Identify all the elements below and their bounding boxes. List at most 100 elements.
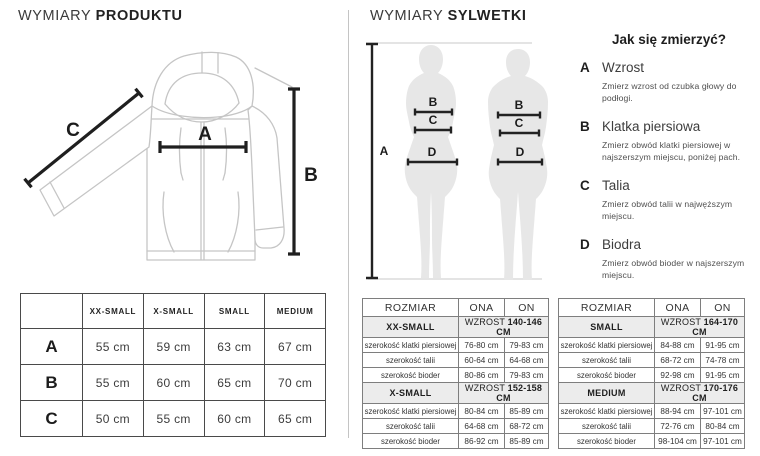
size-band-row: XX-SMALL WZROST 140-146 CM bbox=[362, 316, 549, 338]
female-measure-hips bbox=[406, 158, 459, 166]
her-value: 72-76 cm bbox=[654, 418, 701, 434]
measure-label: szerokość bioder bbox=[362, 367, 459, 383]
height-range-cell: WZROST 170-176 CM bbox=[654, 382, 745, 404]
her-value: 60-64 cm bbox=[458, 352, 505, 368]
item-name: Klatka piersiowa bbox=[602, 119, 701, 135]
size-header: ROZMIAR bbox=[362, 298, 459, 317]
measure-label: szerokość klatki piersiowej bbox=[362, 403, 459, 419]
jacket-b-leader-line bbox=[254, 67, 293, 88]
title-bold-part: PRODUKTU bbox=[95, 8, 183, 24]
female-measure-waist bbox=[413, 126, 453, 134]
title-regular-part: WYMIARY bbox=[370, 8, 443, 24]
height-label: WZROST bbox=[464, 317, 505, 327]
measure-label: szerokość talii bbox=[558, 352, 655, 368]
jacket-hood-opening bbox=[164, 102, 240, 123]
male-measure-waist bbox=[498, 129, 541, 137]
how-to-item-height: A Wzrost Zmierz wzrost od czubka głowy d… bbox=[580, 60, 758, 104]
vertical-divider bbox=[348, 10, 349, 438]
jacket-drawing: A B C bbox=[23, 51, 318, 261]
her-header: ONA bbox=[458, 298, 505, 317]
how-to-measure-title: Jak się zmierzyć? bbox=[611, 32, 727, 47]
male-label-d: D bbox=[516, 145, 525, 159]
him-value: 85-89 cm bbox=[504, 403, 549, 419]
male-label-c: C bbox=[515, 116, 524, 130]
him-value: 79-83 cm bbox=[504, 367, 549, 383]
dimension-value: 55 cm bbox=[142, 400, 205, 437]
corner-cell bbox=[20, 293, 83, 329]
measure-label: szerokość klatki piersiowej bbox=[558, 403, 655, 419]
her-value: 80-86 cm bbox=[458, 367, 505, 383]
her-value: 68-72 cm bbox=[654, 352, 701, 368]
male-label-b: B bbox=[515, 98, 524, 112]
him-header: ON bbox=[700, 298, 745, 317]
dimension-value: 60 cm bbox=[203, 400, 266, 437]
measure-line-c bbox=[23, 87, 144, 189]
title-bold-part: SYLWETKI bbox=[447, 8, 527, 24]
jacket-lower-pockets bbox=[162, 191, 240, 253]
table-row: A 55 cm 59 cm 63 cm 67 cm bbox=[20, 328, 326, 365]
measure-line-height bbox=[366, 42, 378, 280]
item-letter: D bbox=[580, 237, 590, 253]
jacket-right-cuff-seam bbox=[255, 226, 284, 231]
measure-row: szerokość klatki piersiowej 84-88 cm 91-… bbox=[558, 337, 745, 353]
her-value: 80-84 cm bbox=[458, 403, 505, 419]
measure-label: szerokość talii bbox=[558, 418, 655, 434]
height-range-cell: WZROST 140-146 CM bbox=[458, 316, 549, 338]
how-to-measure-section: Jak się zmierzyć? A Wzrost Zmierz wzrost… bbox=[580, 32, 758, 296]
height-value: 164-170 CM bbox=[692, 317, 739, 337]
row-label: C bbox=[20, 400, 83, 437]
measure-row: szerokość bioder 80-86 cm 79-83 cm bbox=[362, 367, 549, 383]
table-header-row: ROZMIAR ONA ON bbox=[362, 298, 549, 317]
him-value: 91-95 cm bbox=[700, 367, 745, 383]
how-to-item-waist: C Talia Zmierz obwód talii w najwęższym … bbox=[580, 178, 758, 222]
him-value: 74-78 cm bbox=[700, 352, 745, 368]
him-value: 85-89 cm bbox=[504, 433, 549, 449]
measure-row: szerokość klatki piersiowej 76-80 cm 79-… bbox=[362, 337, 549, 353]
measure-row: szerokość bioder 98-104 cm 97-101 cm bbox=[558, 433, 745, 449]
jacket-zipper bbox=[200, 121, 205, 261]
size-column-header: XX-SMALL bbox=[82, 293, 144, 329]
jacket-left-sleeve bbox=[39, 105, 153, 217]
measure-row: szerokość talii 64-68 cm 68-72 cm bbox=[362, 418, 549, 434]
jacket-hood-seams bbox=[201, 51, 219, 74]
dimension-value: 55 cm bbox=[82, 328, 144, 365]
size-band-row: SMALL WZROST 164-170 CM bbox=[558, 316, 745, 338]
her-value: 64-68 cm bbox=[458, 418, 505, 434]
female-label-d: D bbox=[428, 145, 437, 159]
height-label: WZROST bbox=[660, 383, 701, 393]
him-value: 79-83 cm bbox=[504, 337, 549, 353]
measure-label: szerokość klatki piersiowej bbox=[362, 337, 459, 353]
product-dimensions-title: WYMIARY PRODUKTU bbox=[18, 8, 183, 24]
size-name: X-SMALL bbox=[362, 382, 459, 404]
height-label: WZROST bbox=[660, 317, 701, 327]
size-column-header: MEDIUM bbox=[264, 293, 326, 329]
jacket-left-cuff-seam bbox=[49, 181, 65, 209]
item-description: Zmierz wzrost od czubka głowy do podłogi… bbox=[602, 81, 737, 104]
measure-row: szerokość talii 60-64 cm 64-68 cm bbox=[362, 352, 549, 368]
him-value: 97-101 cm bbox=[700, 403, 745, 419]
body-size-table-xxs-xs: ROZMIAR ONA ON XX-SMALL WZROST 140-146 C… bbox=[362, 298, 549, 449]
him-header: ON bbox=[504, 298, 549, 317]
body-dimensions-title: WYMIARY SYLWETKI bbox=[370, 8, 527, 24]
him-value: 97-101 cm bbox=[700, 433, 745, 449]
item-name: Biodra bbox=[602, 237, 642, 253]
height-value: 140-146 CM bbox=[496, 317, 543, 337]
table-header-row: XX-SMALL X-SMALL SMALL MEDIUM bbox=[20, 293, 326, 329]
male-silhouette bbox=[488, 49, 548, 280]
how-to-item-chest: B Klatka piersiowa Zmierz obwód klatki p… bbox=[580, 119, 758, 163]
size-name: XX-SMALL bbox=[362, 316, 459, 338]
measure-label: szerokość klatki piersiowej bbox=[558, 337, 655, 353]
female-label-c: C bbox=[429, 113, 438, 127]
silhouette-label-a: A bbox=[380, 144, 389, 158]
item-description: Zmierz obwód talii w najwęższym miejscu. bbox=[602, 199, 733, 222]
dimension-value: 55 cm bbox=[82, 364, 144, 401]
him-value: 80-84 cm bbox=[700, 418, 745, 434]
dimension-value: 50 cm bbox=[82, 400, 144, 437]
measure-row: szerokość klatki piersiowej 80-84 cm 85-… bbox=[362, 403, 549, 419]
female-label-b: B bbox=[429, 95, 438, 109]
table-row: C 50 cm 55 cm 60 cm 65 cm bbox=[20, 400, 326, 437]
item-letter: A bbox=[580, 60, 590, 75]
her-value: 84-88 cm bbox=[654, 337, 701, 353]
dimension-value: 65 cm bbox=[264, 400, 326, 437]
dimension-value: 65 cm bbox=[203, 364, 266, 401]
